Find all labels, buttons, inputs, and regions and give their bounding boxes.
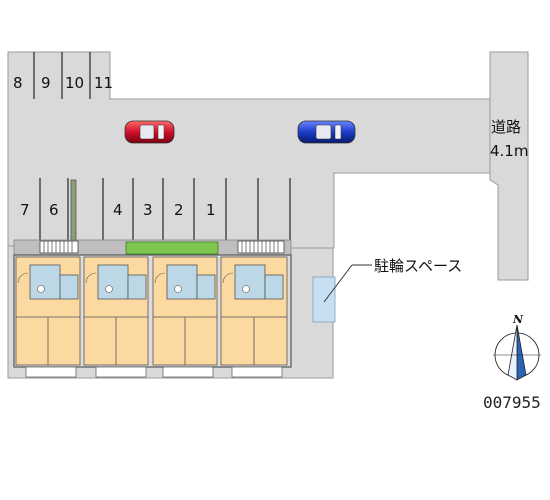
road-width: 4.1m bbox=[490, 142, 528, 160]
parking-number-10: 10 bbox=[65, 74, 84, 92]
bicycle-parking-leader bbox=[323, 264, 353, 303]
parking-number-7: 7 bbox=[20, 201, 30, 219]
blue-car bbox=[297, 120, 356, 144]
parking-number-11: 11 bbox=[94, 74, 113, 92]
red-car bbox=[124, 120, 175, 144]
hedge bbox=[125, 241, 219, 255]
unit-4 bbox=[220, 256, 288, 366]
rear-balconies bbox=[25, 366, 283, 378]
unit-3 bbox=[152, 256, 218, 366]
bollard bbox=[70, 179, 77, 241]
parking-number-3: 3 bbox=[143, 201, 153, 219]
lower-parking-lines bbox=[39, 178, 291, 240]
upper-parking-lines bbox=[33, 52, 91, 99]
parking-number-9: 9 bbox=[41, 74, 51, 92]
compass-north-label: N bbox=[512, 313, 524, 326]
property-code: 007955 bbox=[483, 393, 541, 412]
parking-number-8: 8 bbox=[13, 74, 23, 92]
unit-2 bbox=[83, 256, 149, 366]
road-label: 道路 bbox=[491, 118, 521, 136]
unit-1 bbox=[15, 256, 81, 366]
bicycle-parking-label: 駐輪スペース bbox=[374, 257, 462, 275]
north-compass bbox=[493, 324, 541, 381]
parking-number-1: 1 bbox=[206, 201, 216, 219]
parking-number-2: 2 bbox=[174, 201, 184, 219]
parking-number-6: 6 bbox=[49, 201, 59, 219]
parking-number-4: 4 bbox=[113, 201, 123, 219]
bicycle-parking-area bbox=[312, 276, 336, 323]
road bbox=[489, 51, 529, 281]
